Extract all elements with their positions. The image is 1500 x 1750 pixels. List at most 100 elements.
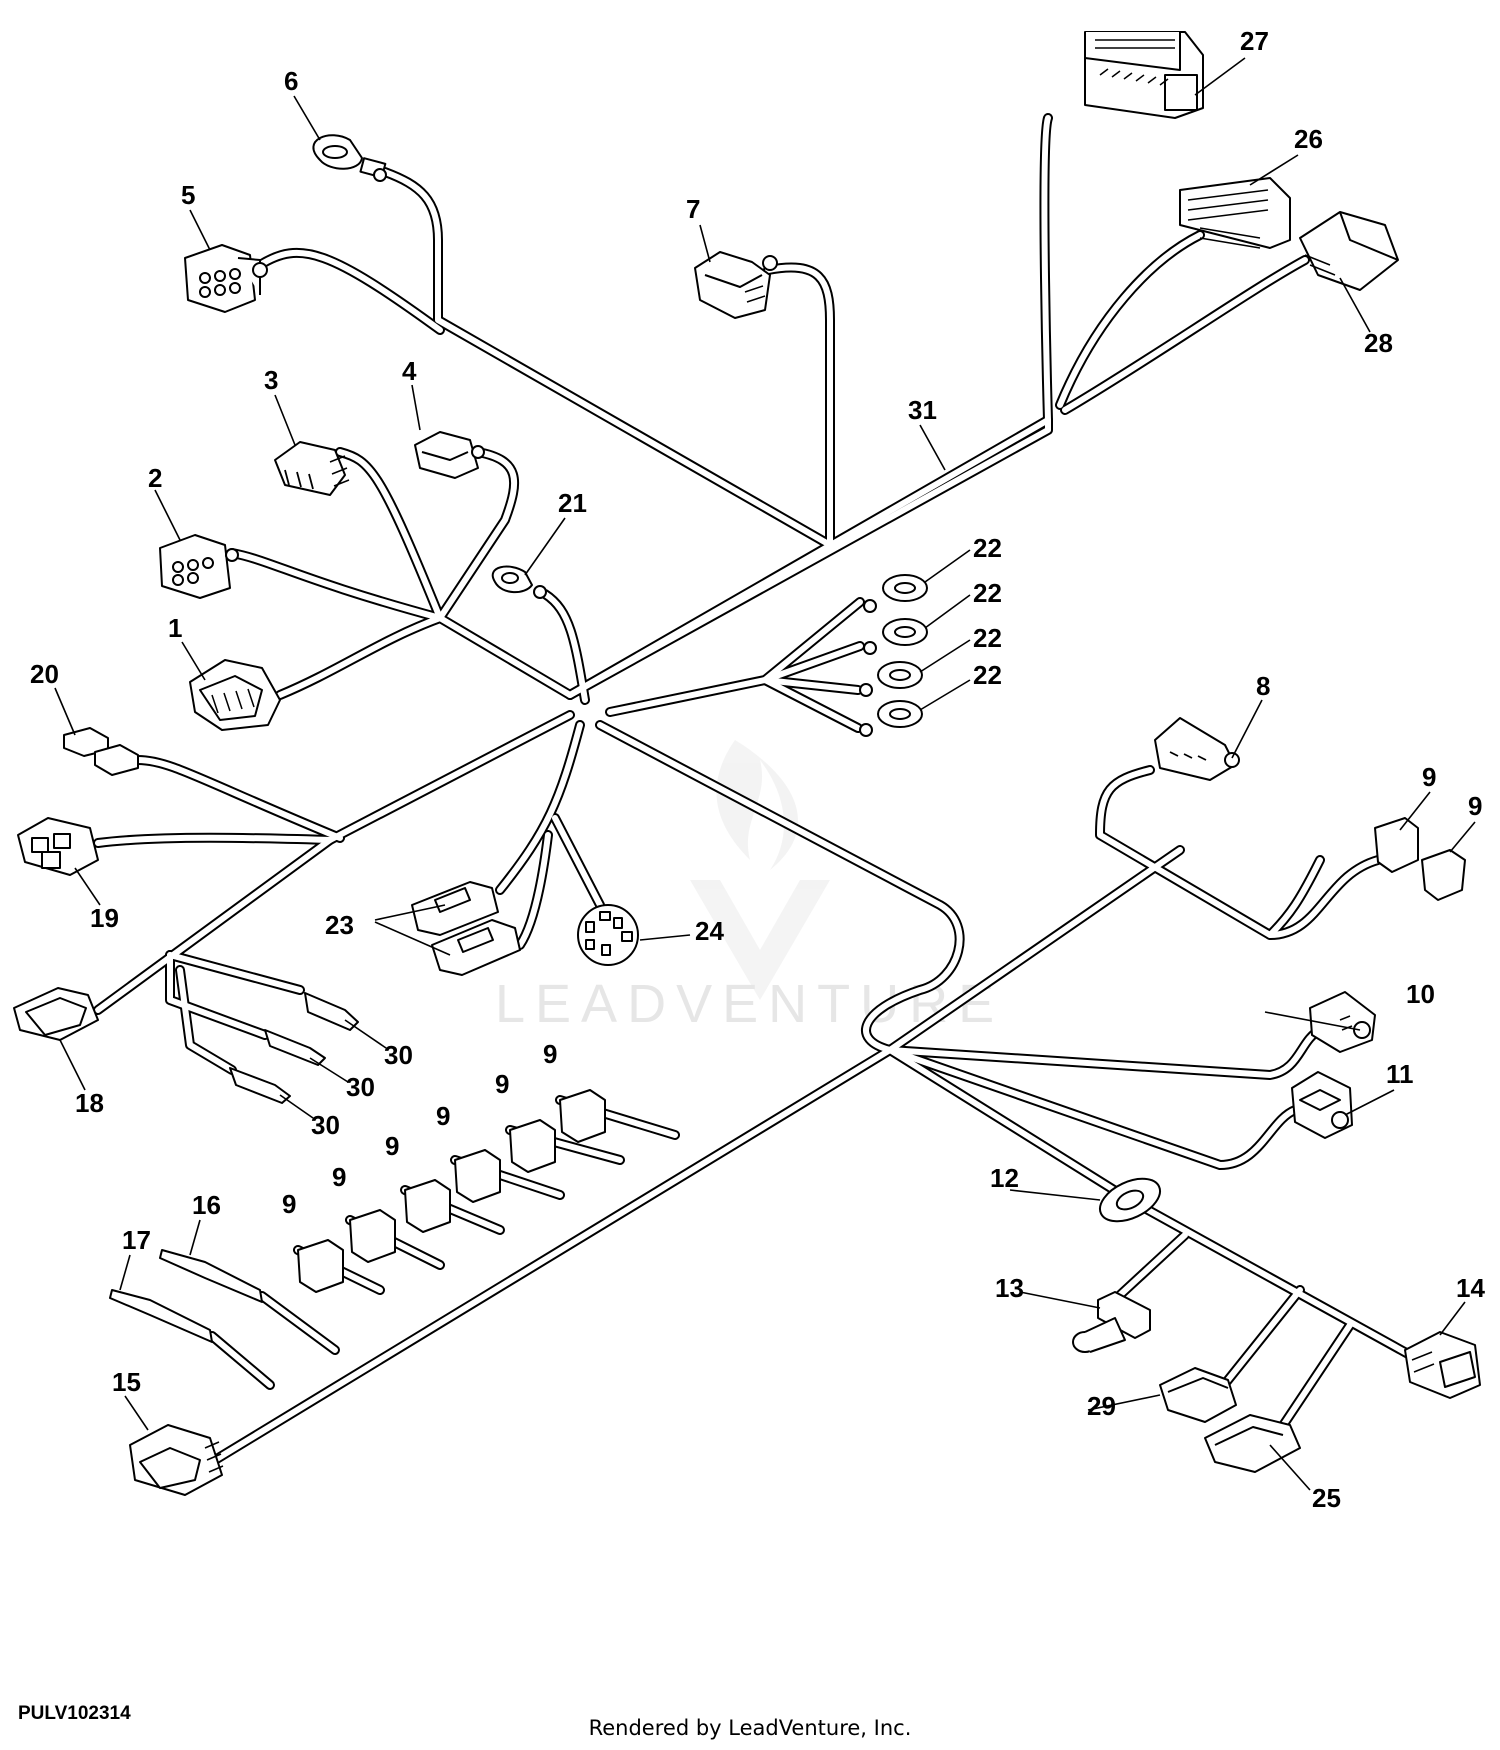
connector-9: [559, 1089, 606, 1143]
harness-bundle-fill: [597, 722, 963, 1053]
connector-9: [454, 1149, 501, 1203]
callout-14: 14: [1456, 1273, 1485, 1303]
harness-bundle-fill: [437, 615, 573, 698]
connector-25: [1204, 1414, 1301, 1473]
callout-29: 29: [1087, 1391, 1116, 1421]
harness-bundle-fill: [567, 115, 1051, 698]
leader-line: [189, 209, 211, 251]
leader-line: [374, 921, 451, 956]
harness-bundle-fill: [257, 249, 443, 333]
callout-12: 12: [990, 1163, 1019, 1193]
callout-9-left-c: 9: [385, 1131, 399, 1161]
harness-bundle-fill: [1117, 1232, 1188, 1298]
connector-9: [404, 1179, 451, 1233]
leader-line: [1344, 1089, 1395, 1116]
leader-line: [189, 1219, 201, 1256]
leader-line: [1269, 1444, 1311, 1491]
leader-line: [124, 1395, 149, 1431]
connectors-9-right: [1374, 817, 1466, 901]
leader-line: [344, 1019, 387, 1049]
callout-21: 21: [558, 488, 587, 518]
leader-line: [411, 384, 421, 431]
leader-line: [1194, 57, 1246, 96]
callout-3: 3: [264, 365, 278, 395]
harness-bundle-fill: [259, 1293, 338, 1353]
harness-bundle-fill: [209, 1333, 273, 1388]
leader-line: [279, 1094, 314, 1119]
harness-bundle-fill: [437, 449, 518, 621]
leader-line: [919, 679, 971, 711]
harness-bundle-fill: [762, 643, 863, 683]
harness-bundle-fill: [1277, 1322, 1353, 1433]
callout-9-left-f: 9: [543, 1039, 557, 1069]
leader-line: [639, 934, 691, 941]
harness-bundle-fill: [135, 757, 343, 841]
leader-line: [524, 517, 566, 576]
callout-27: 27: [1240, 26, 1269, 56]
callout-31: 31: [908, 395, 937, 425]
connector-11: [1291, 1071, 1353, 1139]
render-credit: Rendered by LeadVenture, Inc.: [588, 1716, 912, 1740]
harness-bundle-fill: [1097, 767, 1381, 938]
leader-line: [1009, 1189, 1101, 1201]
harness-bundle-fill: [167, 952, 268, 1038]
callout-4: 4: [402, 356, 417, 386]
connector-2: [159, 534, 239, 599]
callout-28: 28: [1364, 328, 1393, 358]
callout-19: 19: [90, 903, 119, 933]
leader-line: [374, 904, 446, 921]
connector-7: [694, 251, 778, 319]
connector-3: [274, 441, 350, 496]
harness-bundle-fill: [95, 834, 333, 846]
connector-1: [189, 659, 281, 731]
figure-id: PULV102314: [18, 1703, 131, 1724]
callout-8: 8: [1256, 671, 1270, 701]
leader-line: [924, 594, 971, 629]
harness-bundle-fill: [517, 832, 551, 948]
leader-line: [1399, 791, 1431, 831]
connector-10: [1309, 991, 1376, 1053]
callout-17: 17: [122, 1225, 151, 1255]
callout-30-b: 30: [346, 1072, 375, 1102]
ring-terminal-6: [312, 134, 387, 182]
harness-bundle-fill: [177, 967, 235, 1073]
leader-line: [1087, 1394, 1161, 1411]
connector-14: [1404, 1331, 1481, 1399]
callout-25: 25: [1312, 1483, 1341, 1513]
harness-bundle-fill: [229, 550, 443, 621]
harness-bundle-fill: [1217, 1287, 1303, 1393]
connector-19: [17, 817, 99, 876]
callout-7: 7: [686, 194, 700, 224]
connectors-9-left: [297, 1089, 606, 1293]
leader-line: [54, 687, 76, 736]
grommet-12: [1099, 1177, 1161, 1223]
harness-bundle-fill: [552, 815, 603, 908]
harness-bundle-outline: [1095, 765, 1383, 940]
leader-line: [1339, 277, 1371, 333]
leader-line: [1231, 699, 1263, 759]
harness-bundle-outline: [763, 262, 835, 555]
harness-bundle-outline: [255, 247, 445, 335]
watermark-logo: [690, 740, 830, 1000]
callout-9-left-e: 9: [495, 1069, 509, 1099]
connectors-23: [411, 881, 521, 976]
leader-line: [924, 549, 971, 583]
callout-22-a: 22: [973, 533, 1002, 563]
callout-6: 6: [284, 66, 298, 96]
leader-line: [919, 424, 946, 471]
harness-bundle-fill: [497, 722, 583, 893]
leader-line: [699, 224, 711, 263]
callout-20: 20: [30, 659, 59, 689]
connector-27: [1084, 31, 1204, 119]
harness-bundle-outline: [380, 167, 835, 550]
leader-line: [274, 394, 296, 446]
callout-9-left-a: 9: [282, 1189, 296, 1219]
leader-line: [154, 489, 181, 541]
callout-11: 11: [1386, 1059, 1414, 1089]
connector-9: [297, 1239, 344, 1293]
harness-bundle-outline: [565, 113, 1053, 700]
harness-bundle-fill: [212, 1047, 893, 1463]
harness-bundle-fill: [887, 847, 1183, 1053]
callout-5: 5: [181, 180, 195, 210]
harness-bundle-fill: [542, 591, 588, 703]
